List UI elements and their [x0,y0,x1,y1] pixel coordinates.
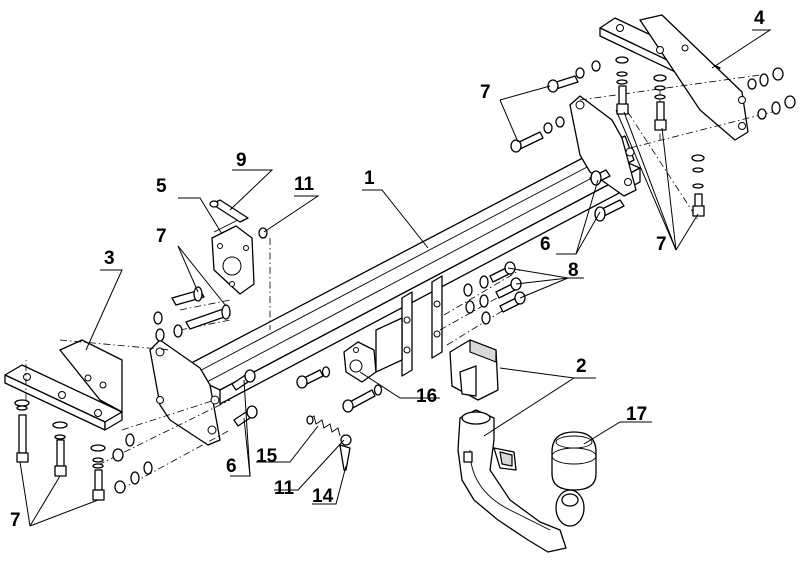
callout-11-bottom: 11 [274,478,295,499]
callout-3: 3 [104,248,115,269]
right-mount-bolts [615,56,705,217]
callout-15: 15 [256,446,278,467]
callout-labels: 1 2 3 4 5 6 6 7 7 7 7 8 9 11 11 14 15 16… [10,8,765,531]
right-body-mount [599,14,749,141]
callout-9: 9 [236,150,247,171]
center-bolts [296,366,383,413]
callout-14: 14 [312,486,334,507]
callout-7-right-top: 7 [480,82,491,103]
lock-plate [343,341,377,383]
callout-6-left: 6 [226,456,237,477]
left-body-mount [4,339,123,431]
right-frame-bolts [589,169,625,222]
ball-mount-socket [449,339,499,401]
callout-6-right: 6 [540,234,551,255]
socket-washer [258,227,268,239]
callout-2: 2 [576,356,587,377]
center-brackets [375,275,443,377]
right-plate-bolts [510,60,601,153]
callout-5: 5 [156,176,167,197]
callout-1: 1 [364,168,375,189]
callout-7-left-lower: 7 [10,510,21,531]
callout-11-top: 11 [294,174,315,195]
left-plate-bolts [112,286,231,494]
lock-screw [339,444,351,471]
lock-spring [306,415,341,437]
callout-7-right-group: 7 [656,234,667,255]
callout-16: 16 [416,386,437,407]
callout-4: 4 [754,8,765,29]
center-right-bolts [463,261,526,325]
callout-17: 17 [626,404,647,425]
right-side-plate [569,95,637,197]
socket-bracket [211,219,255,295]
right-mount-nuts [747,67,796,120]
ball-neck [457,409,585,553]
callout-7-left-upper: 7 [156,226,167,247]
ball-cover [551,431,597,491]
spring-washer [340,434,352,446]
left-mount-bolts [14,399,106,501]
main-crossbar [177,135,641,405]
socket-bolt [209,199,249,223]
leader-lines [19,29,772,527]
callout-8: 8 [568,260,579,281]
